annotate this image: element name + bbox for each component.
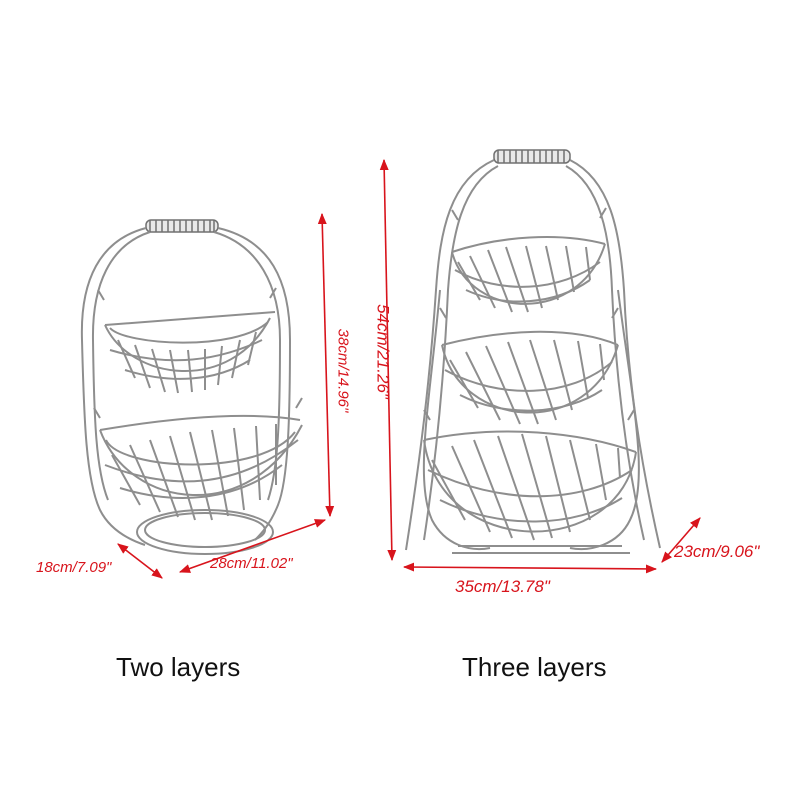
three-layer-depth-arrow bbox=[661, 517, 701, 563]
two-layer-basket bbox=[80, 219, 303, 555]
three-layer-height-label: 54cm/21.26" bbox=[373, 304, 393, 399]
two-layer-height-label: 38cm/14.96" bbox=[334, 328, 352, 413]
three-layer-height-arrow bbox=[379, 158, 397, 562]
two-layer-dimension-lines bbox=[117, 212, 335, 579]
two-layer-width-label: 28cm/11.02" bbox=[210, 555, 293, 572]
two-layer-depth-arrow bbox=[117, 543, 163, 579]
three-layers-caption: Three layers bbox=[462, 652, 607, 682]
three-layer-width-arrow bbox=[402, 562, 658, 574]
two-layer-width-arrow bbox=[178, 519, 327, 573]
three-layer-dimension-lines bbox=[379, 158, 701, 574]
three-layer-depth-label: 23cm/9.06" bbox=[674, 542, 760, 561]
three-layer-width-label: 35cm/13.78" bbox=[455, 577, 550, 596]
handle-coil-icon bbox=[493, 149, 571, 164]
three-layer-basket bbox=[405, 149, 661, 554]
two-layers-caption: Two layers bbox=[116, 652, 241, 682]
handle-coil-icon bbox=[145, 219, 219, 233]
two-layer-height-arrow bbox=[317, 212, 335, 518]
two-layer-depth-label: 18cm/7.09" bbox=[36, 559, 112, 576]
